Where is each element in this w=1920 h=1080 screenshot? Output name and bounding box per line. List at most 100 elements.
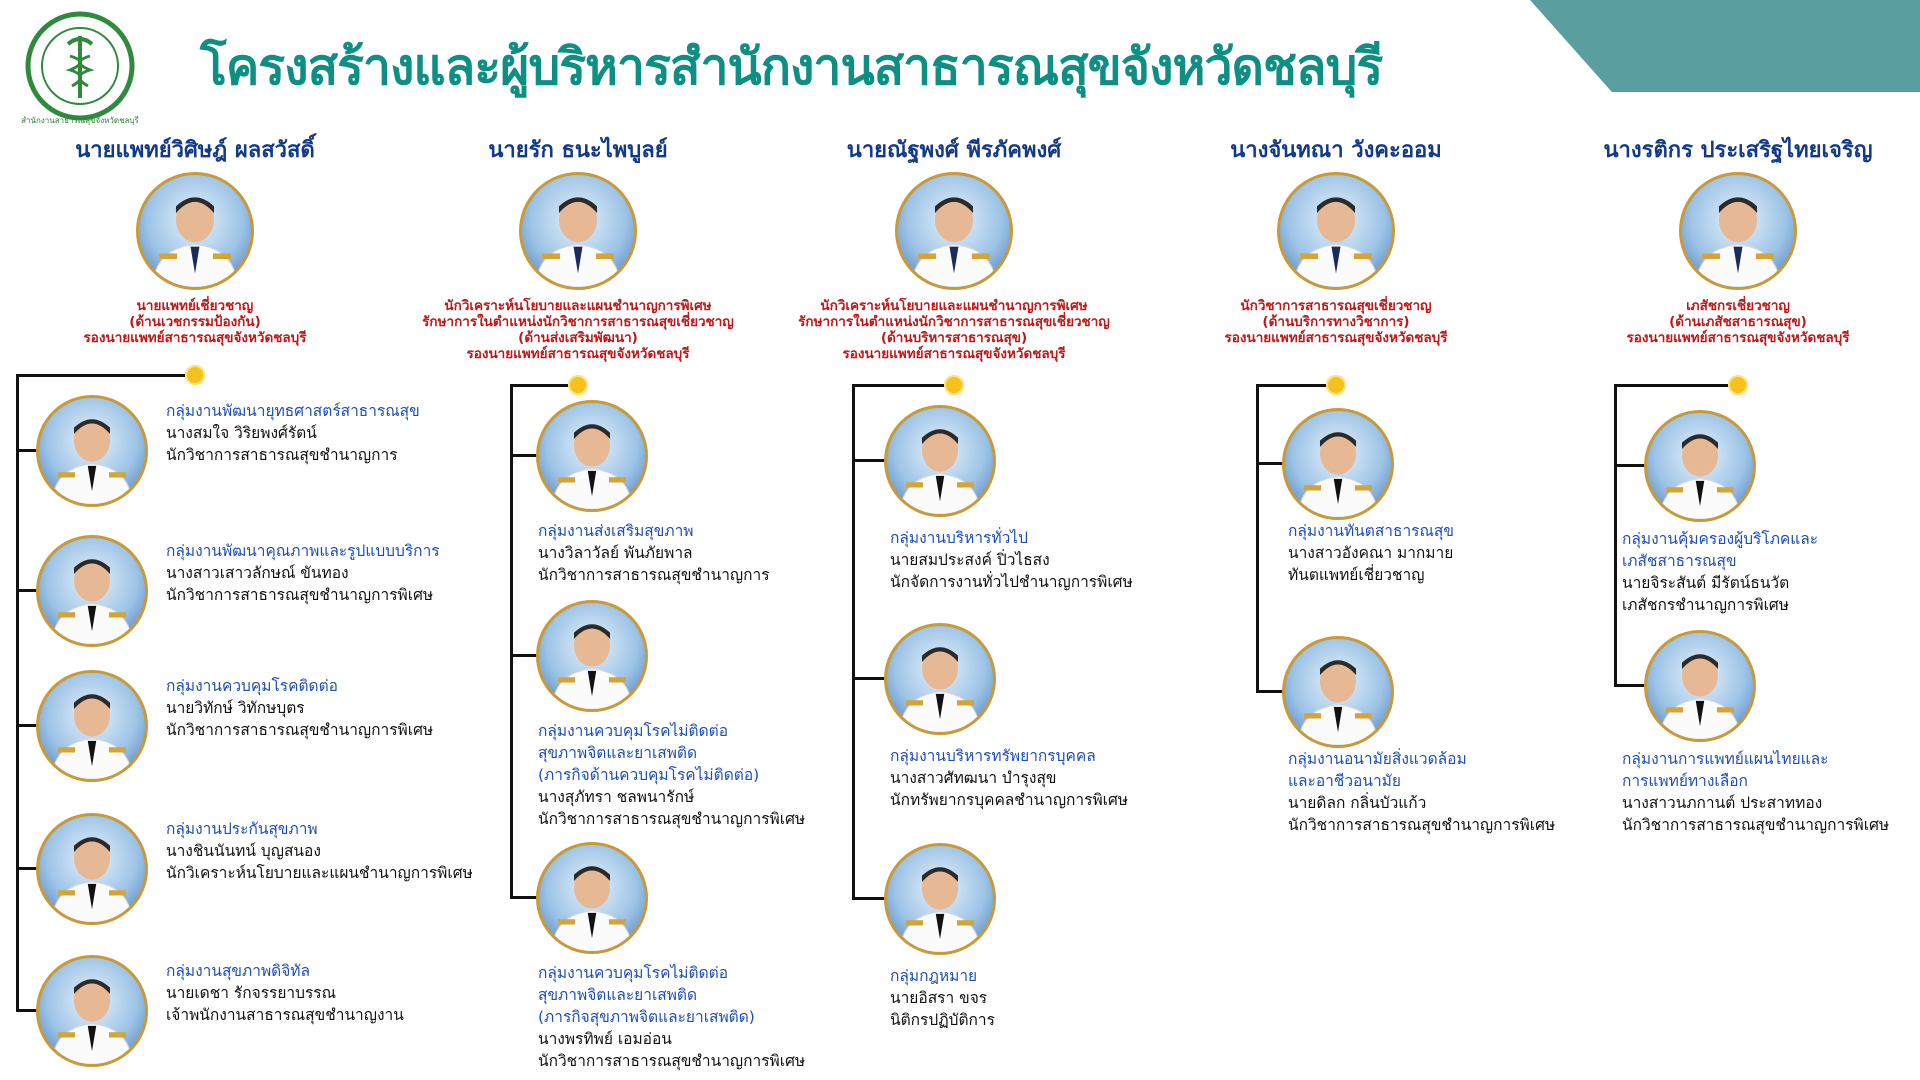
person-portrait-icon (1659, 654, 1741, 739)
executive-role-line: (ด้านเวชกรรมป้องกัน) (129, 314, 261, 330)
logo-caption: สำนักงานสาธารณสุขจังหวัดชลบุรี (21, 116, 139, 125)
group-name: สุขภาพจิตและยาเสพติด (538, 744, 698, 762)
group-name: การแพทย์ทางเลือก (1622, 772, 1748, 790)
executive-role-line: รักษาการในตำแหน่งนักวิชาการสาธารณสุขเชี่… (798, 314, 1110, 330)
staff-info: กลุ่มกฎหมายนายอิสรา ขจรนิติกรปฏิบัติการ (890, 965, 995, 1031)
person-portrait-icon (899, 647, 981, 732)
executive-role-line: รักษาการในตำแหน่งนักวิชาการสาธารณสุขเชี่… (422, 314, 734, 330)
executive-role-line: นักวิชาการสาธารณสุขเชี่ยวชาญ (1240, 298, 1432, 314)
staff-info: กลุ่มงานพัฒนายุทธศาสตร์สาธารณสุขนางสมใจ … (166, 400, 420, 466)
connector-branch-line (852, 897, 888, 900)
person-name: นางวิลาวัลย์ พันภัยพาล (538, 544, 693, 562)
executive-name: นางจันทณา วังคะออม (1230, 138, 1442, 163)
group-name: กลุ่มกฎหมาย (890, 967, 978, 985)
connector-branch-line (16, 1009, 40, 1012)
person-name: นายจิระสันต์ มีรัตน์ธนวัต (1622, 574, 1790, 592)
staff-photo (536, 600, 648, 712)
group-name: และอาชีวอนามัย (1288, 772, 1401, 790)
connector-branch-line (16, 449, 40, 452)
staff-info: กลุ่มงานบริหารทั่วไปนายสมประสงค์ ปิ่วไธส… (890, 527, 1133, 593)
connector-branch-line (852, 459, 888, 462)
ministry-logo (24, 10, 136, 122)
person-position: นักวิชาการสาธารณสุขชำนาญการพิเศษ (538, 1052, 806, 1070)
connector-branch-line (1256, 462, 1286, 465)
staff-photo (36, 955, 148, 1067)
group-name: กลุ่มงานส่งเสริมสุขภาพ (538, 522, 694, 540)
executive-role-line: นายแพทย์เชี่ยวชาญ (136, 298, 254, 314)
executive-role: นายแพทย์เชี่ยวชาญ(ด้านเวชกรรมป้องกัน)รอง… (84, 298, 307, 346)
group-name: สุขภาพจิตและยาเสพติด (538, 986, 698, 1004)
executive-name: นายแพทย์วิศิษฎ์ ผลสวัสดิ์ (75, 138, 315, 163)
person-portrait-icon (1297, 432, 1379, 517)
group-name: กลุ่มงานสุขภาพดิจิทัล (166, 962, 311, 980)
corner-accent-shape (1530, 0, 1920, 92)
group-name: กลุ่มงานทันตสาธารณสุข (1288, 522, 1454, 540)
connector-dot (185, 365, 205, 385)
group-name: เภสัชสาธารณสุข (1622, 552, 1737, 570)
person-portrait-icon (51, 694, 133, 779)
executive-photo (136, 172, 254, 290)
person-position: นักทรัพยากรบุคคลชำนาญการพิเศษ (890, 791, 1129, 809)
staff-photo (884, 623, 996, 735)
connector-branch-line (510, 654, 540, 657)
person-position: นักวิเคราะห์นโยบายและแผนชำนาญการพิเศษ (166, 864, 473, 882)
group-name: กลุ่มงานควบคุมโรคไม่ติดต่อ (538, 964, 729, 982)
connector-horizontal-line (1614, 384, 1738, 387)
executive-name: นายณัฐพงศ์ พีรภัคพงศ์ (846, 138, 1062, 163)
person-portrait-icon (899, 429, 981, 514)
person-name: นายสมประสงค์ ปิ่วไธสง (890, 551, 1050, 569)
person-portrait-icon (899, 867, 981, 952)
executive-role-line: (ด้านบริการทางวิชาการ) (1262, 314, 1410, 330)
staff-info: กลุ่มงานบริหารทรัพยากรบุคคลนางสาวศัทฒนา … (890, 745, 1128, 811)
person-portrait-icon (51, 419, 133, 504)
person-portrait-icon (51, 837, 133, 922)
group-name: กลุ่มงานคุ้มครองผู้บริโภคและ (1622, 530, 1819, 548)
person-name: นายดิลก กลิ่นบัวแก้ว (1288, 794, 1427, 812)
staff-info: กลุ่มงานประกันสุขภาพนางชินนันทน์ บุญสนอง… (166, 818, 473, 884)
executive-name: นายรัก ธนะไพบูลย์ (488, 138, 668, 163)
staff-photo (36, 535, 148, 647)
group-name: กลุ่มงานพัฒนายุทธศาสตร์สาธารณสุข (166, 402, 420, 420)
executive-role-line: (ด้านบริหารสาธารณสุข) (880, 330, 1028, 346)
person-position: นักวิชาการสาธารณสุขชำนาญการพิเศษ (1288, 816, 1556, 834)
executive-role: เภสัชกรเชี่ยวชาญ(ด้านเภสัชสาธารณสุข)รองน… (1627, 298, 1850, 346)
executive-role-line: รองนายแพทย์สาธารณสุขจังหวัดชลบุรี (83, 330, 307, 346)
connector-dot (1326, 375, 1346, 395)
executive-role: นักวิเคราะห์นโยบายและแผนชำนาญการพิเศษรัก… (422, 298, 734, 362)
connector-dot (944, 375, 964, 395)
group-name: กลุ่มงานการแพทย์แผนไทยและ (1622, 750, 1829, 768)
person-portrait-icon (1297, 660, 1379, 745)
staff-info: กลุ่มงานควบคุมโรคไม่ติดต่อสุขภาพจิตและยา… (538, 720, 805, 830)
executive-role-line: (ด้านส่งเสริมพัฒนา) (518, 330, 638, 346)
connector-horizontal-line (852, 384, 954, 387)
person-name: นางสาวอังคณา มากมาย (1288, 544, 1454, 562)
person-position: นักวิชาการสาธารณสุขชำนาญการพิเศษ (166, 721, 434, 739)
connector-horizontal-line (510, 384, 578, 387)
person-name: นางชินนันทน์ บุญสนอง (166, 842, 321, 860)
staff-info: กลุ่มงานสุขภาพดิจิทัลนายเดชา รักจรรยาบรร… (166, 960, 404, 1026)
staff-info: กลุ่มงานส่งเสริมสุขภาพนางวิลาวัลย์ พันภั… (538, 520, 770, 586)
executive-photo (895, 172, 1013, 290)
executive-role-line: รองนายแพทย์สาธารณสุขจังหวัดชลบุรี (842, 346, 1066, 362)
person-name: นายอิสรา ขจร (890, 989, 988, 1007)
connector-branch-line (16, 724, 40, 727)
person-portrait-icon (551, 866, 633, 951)
connector-branch-line (16, 867, 40, 870)
group-name: กลุ่มงานอนามัยสิ่งแวดล้อม (1288, 750, 1467, 768)
staff-photo (884, 843, 996, 955)
staff-photo (36, 813, 148, 925)
person-name: นายวิทักษ์ วิทักษบุตร (166, 699, 305, 717)
staff-info: กลุ่มงานควบคุมโรคไม่ติดต่อสุขภาพจิตและยา… (538, 962, 805, 1072)
executive-role-line: รองนายแพทย์สาธารณสุขจังหวัดชลบุรี (1626, 330, 1850, 346)
person-portrait-icon (910, 197, 998, 287)
person-portrait-icon (551, 424, 633, 509)
executive-role-line: รองนายแพทย์สาธารณสุขจังหวัดชลบุรี (466, 346, 690, 362)
page-title: โครงสร้างและผู้บริหารสำนักงานสาธารณสุขจั… (200, 38, 1383, 96)
person-name: นางสุภัทรา ชลพนารักษ์ (538, 788, 695, 806)
connector-vertical-line (852, 384, 855, 899)
executive-photo (1679, 172, 1797, 290)
executive-role: นักวิเคราะห์นโยบายและแผนชำนาญการพิเศษรัก… (798, 298, 1110, 362)
staff-info: กลุ่มงานการแพทย์แผนไทยและการแพทย์ทางเลือ… (1622, 748, 1889, 836)
person-name: นางสาวนภกานต์ ประสาททอง (1622, 794, 1823, 812)
connector-vertical-line (1256, 384, 1259, 692)
